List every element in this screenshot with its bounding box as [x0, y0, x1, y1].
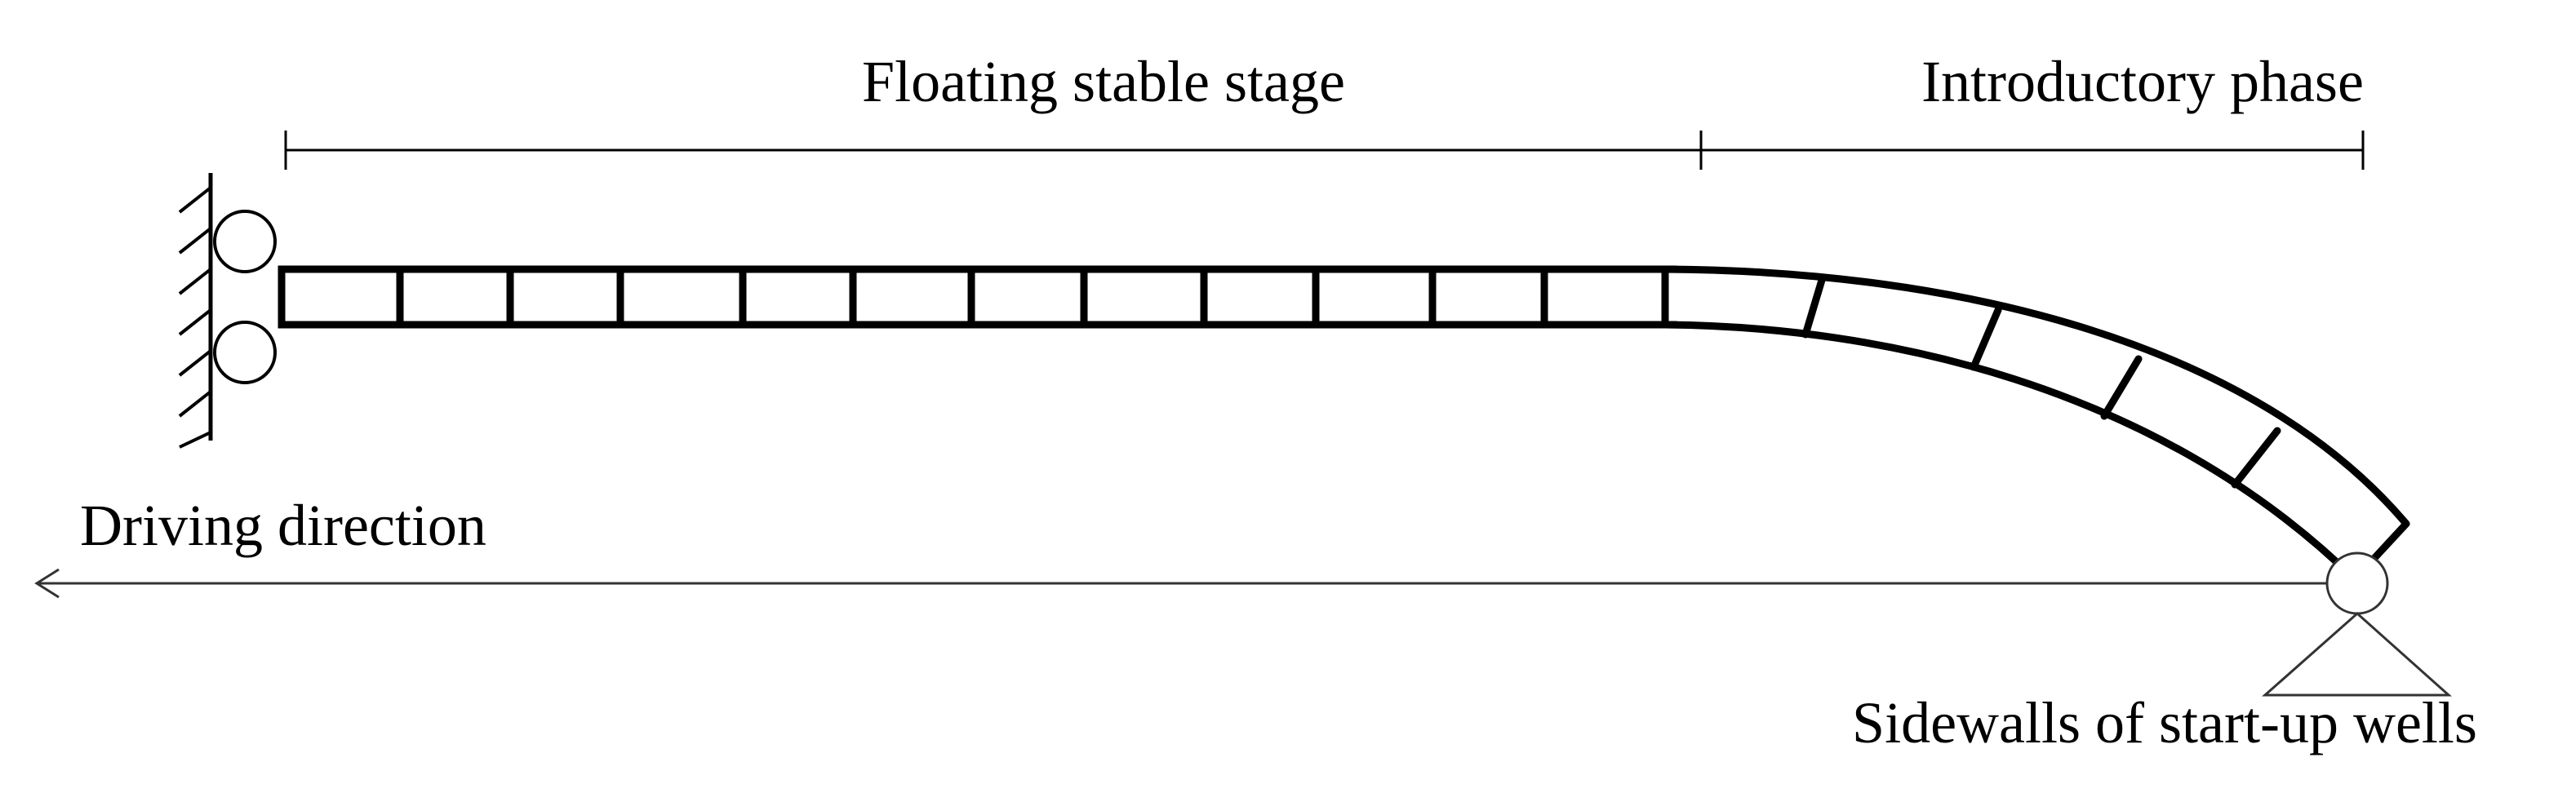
- floating-stage-label: Floating stable stage: [862, 49, 1345, 114]
- dimension-line: [284, 131, 2365, 170]
- driving-direction-arrow: [34, 568, 2327, 599]
- sidewalls-label: Sidewalls of start-up wells: [1852, 690, 2477, 755]
- pinned-support: [2262, 552, 2452, 697]
- pipe-straight-section: [278, 265, 1677, 329]
- roller-top: [213, 210, 277, 273]
- driving-direction-label: Driving direction: [80, 493, 486, 558]
- introductory-phase-label: Introductory phase: [1921, 49, 2364, 114]
- fixed-wall-support: [178, 173, 277, 449]
- roller-bottom: [213, 321, 277, 384]
- pipe-curved-section: [1661, 265, 2410, 583]
